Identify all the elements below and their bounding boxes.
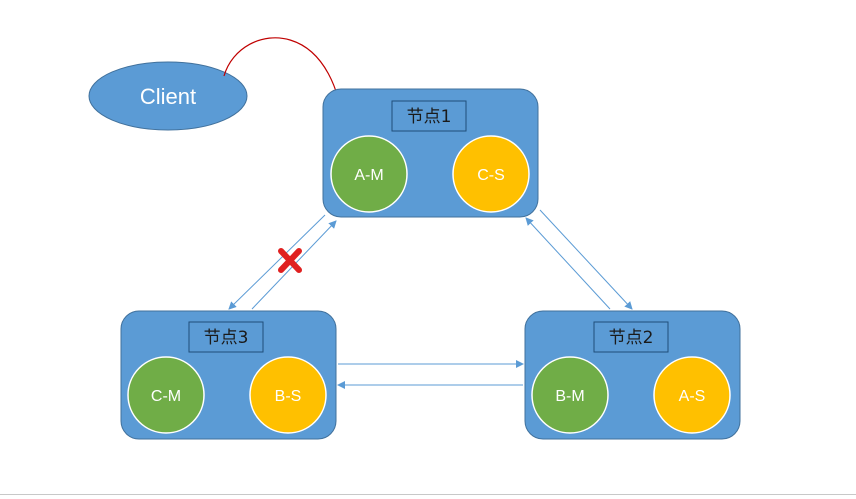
node-2-title: 节点2 (609, 328, 654, 348)
bottom-divider (0, 494, 856, 495)
client-shape (88, 61, 248, 131)
link-node1-node3-arrow-a (228, 214, 326, 310)
node-1-title-box (391, 100, 467, 132)
node-3-primary (127, 356, 205, 434)
link-node1-node2-arrow-a (539, 209, 633, 310)
node-1-primary (330, 135, 408, 213)
client: Client (88, 61, 248, 131)
node-1-title: 节点1 (407, 107, 452, 127)
node-2-replica-label: A-S (679, 388, 706, 405)
node-3-replica (249, 356, 327, 434)
link-node1-node2 (525, 209, 633, 310)
node-1-replica-label: C-S (477, 167, 505, 184)
node-3-title-box (188, 321, 264, 353)
link-node1-node2-arrow-b (525, 217, 611, 310)
client-label: Client (140, 84, 196, 109)
node-3-primary-label: C-M (151, 388, 181, 405)
node-2-primary (531, 356, 609, 434)
node-2: 节点2 B-M A-S (524, 310, 741, 440)
node-3-title: 节点3 (204, 328, 249, 348)
node-1-replica (452, 135, 530, 213)
node-2-primary-label: B-M (555, 388, 584, 405)
node-2-replica (653, 356, 731, 434)
node-1-primary-label: A-M (354, 167, 383, 184)
link-node1-node3 (228, 214, 337, 310)
node-3-replica-label: B-S (275, 388, 302, 405)
node-2-title-box (593, 321, 669, 353)
node-3: 节点3 C-M B-S (120, 310, 337, 440)
link-node3-node2 (337, 360, 524, 389)
node-1: 节点1 A-M C-S (322, 88, 539, 218)
failure-x-icon (278, 248, 302, 273)
